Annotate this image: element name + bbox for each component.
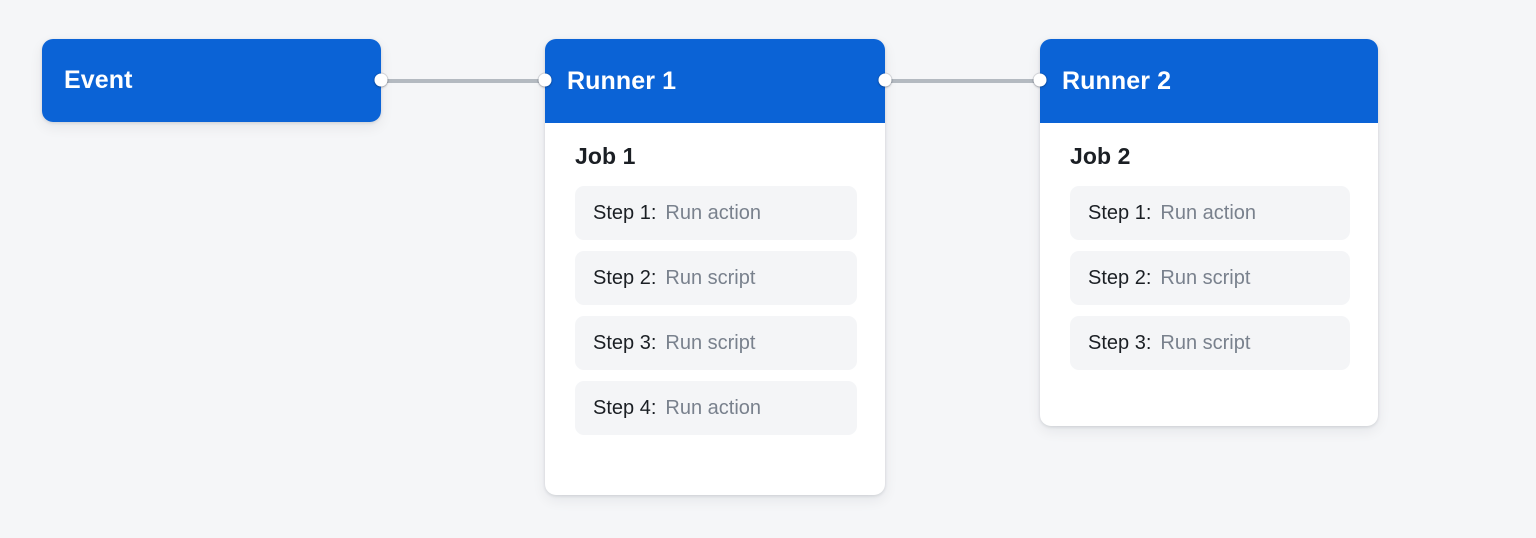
node-runner-2-title: Runner 2	[1062, 66, 1172, 95]
port-event-output[interactable]	[374, 73, 388, 87]
step-value: Run action	[665, 396, 762, 419]
step-row[interactable]: Step 4: Run action	[575, 381, 857, 435]
node-runner-2-body: Job 2 Step 1: Run action Step 2: Run scr…	[1040, 123, 1378, 392]
port-runner-2-input[interactable]	[1033, 73, 1047, 87]
job-title-runner-1: Job 1	[575, 143, 636, 169]
port-runner-1-input[interactable]	[538, 73, 552, 87]
port-runner-1-output[interactable]	[878, 73, 892, 87]
step-value: Run script	[665, 266, 756, 289]
edge-runner-1-to-runner-2[interactable]	[885, 79, 1041, 83]
node-runner-1-header: Runner 1	[545, 39, 885, 123]
node-runner-1[interactable]: Runner 1 Job 1 Step 1: Run action Step 2…	[538, 39, 892, 495]
node-runner-1-title: Runner 1	[567, 66, 677, 95]
step-value: Run action	[1160, 201, 1257, 224]
step-list-runner-1: Step 1: Run action Step 2: Run script St…	[575, 186, 857, 435]
step-row[interactable]: Step 1: Run action	[1070, 186, 1350, 240]
step-label: Step 1:	[593, 201, 657, 224]
step-row[interactable]: Step 3: Run script	[575, 316, 857, 370]
node-runner-2[interactable]: Runner 2 Job 2 Step 1: Run action Step 2…	[1033, 39, 1378, 426]
step-row[interactable]: Step 2: Run script	[575, 251, 857, 305]
job-title-runner-2: Job 2	[1070, 143, 1131, 169]
node-runner-1-body: Job 1 Step 1: Run action Step 2: Run scr…	[545, 123, 885, 457]
node-event-header: Event	[42, 39, 381, 122]
step-label: Step 3:	[1088, 331, 1152, 354]
node-event[interactable]: Event	[42, 39, 388, 122]
step-label: Step 4:	[593, 396, 657, 419]
step-label: Step 2:	[1088, 266, 1152, 289]
node-event-title: Event	[64, 66, 133, 94]
step-value: Run action	[665, 201, 762, 224]
node-runner-2-header: Runner 2	[1040, 39, 1378, 123]
step-label: Step 1:	[1088, 201, 1152, 224]
step-row[interactable]: Step 2: Run script	[1070, 251, 1350, 305]
step-value: Run script	[1160, 331, 1251, 354]
step-row[interactable]: Step 3: Run script	[1070, 316, 1350, 370]
step-label: Step 3:	[593, 331, 657, 354]
edge-event-to-runner-1[interactable]	[381, 79, 545, 83]
step-value: Run script	[1160, 266, 1251, 289]
step-value: Run script	[665, 331, 756, 354]
step-row[interactable]: Step 1: Run action	[575, 186, 857, 240]
step-label: Step 2:	[593, 266, 657, 289]
step-list-runner-2: Step 1: Run action Step 2: Run script St…	[1070, 186, 1350, 370]
